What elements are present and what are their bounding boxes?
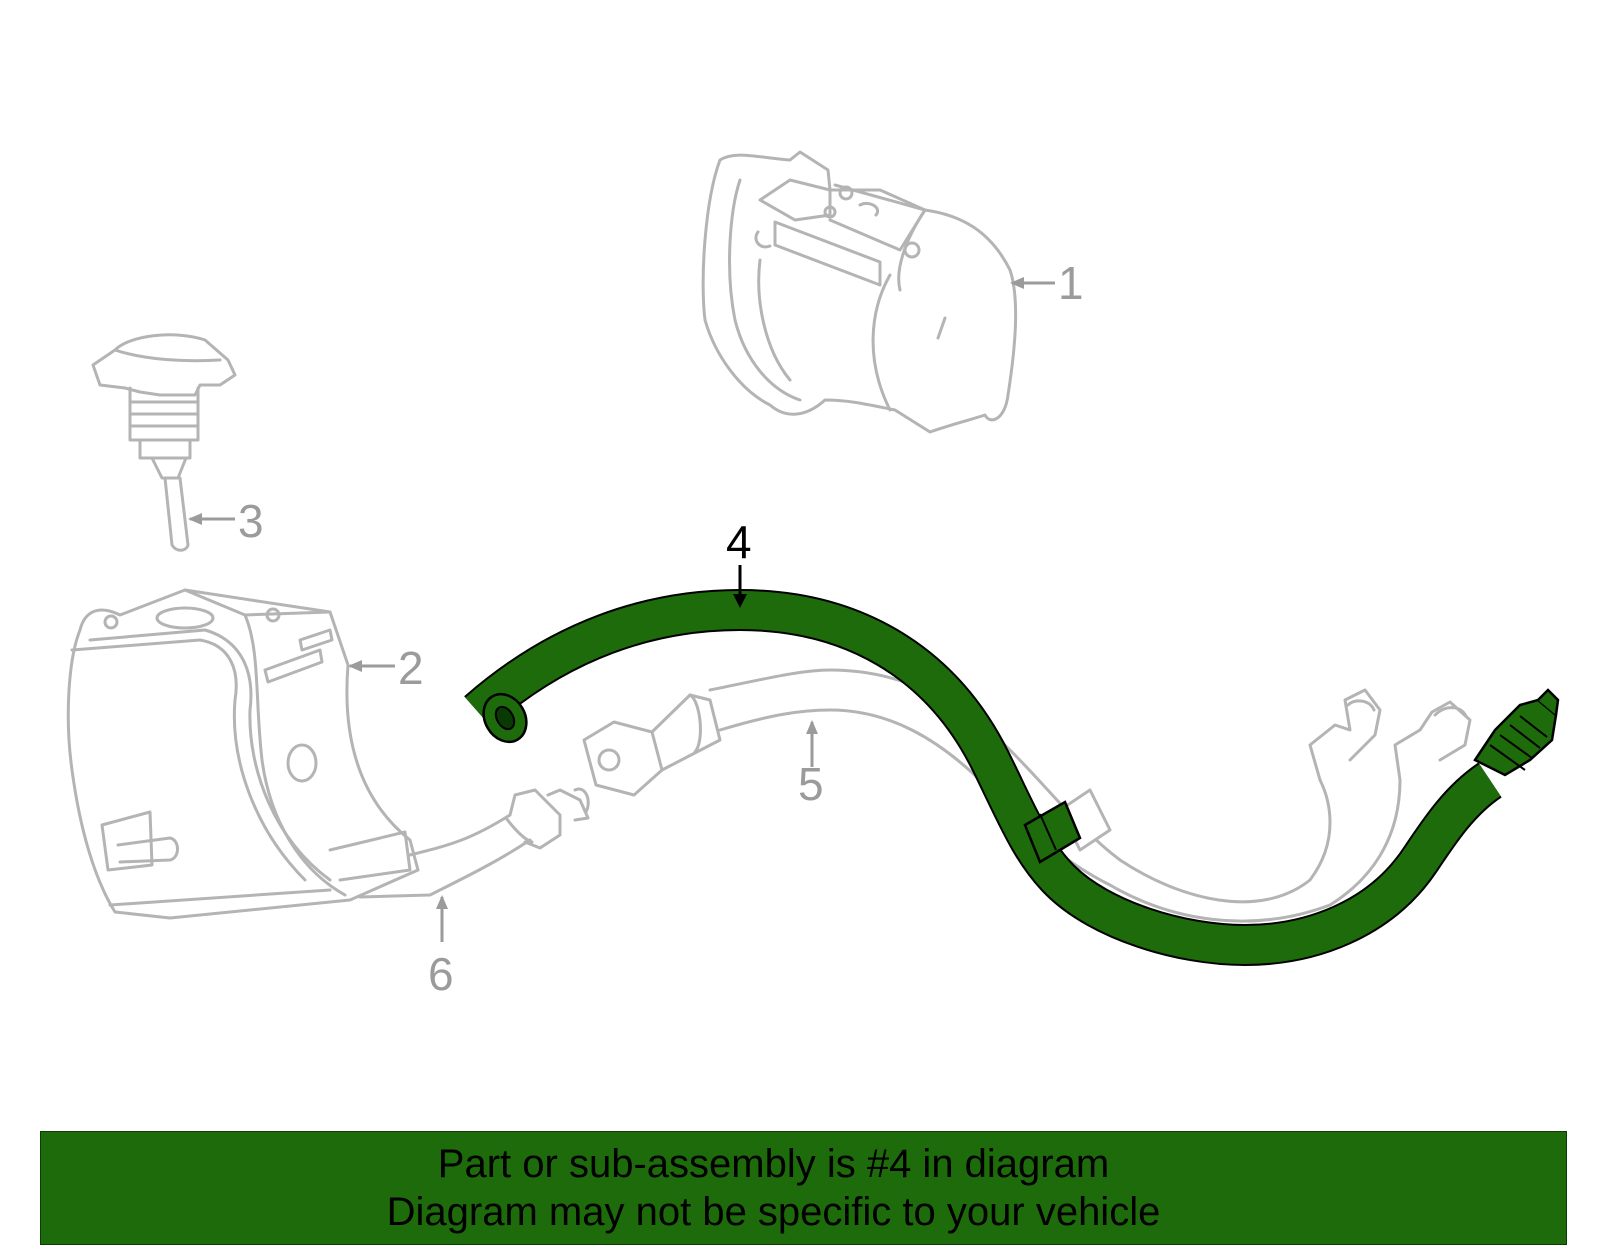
callout-2: 2 <box>348 642 424 694</box>
callout-5: 5 <box>798 720 824 810</box>
svg-text:4: 4 <box>726 516 752 568</box>
svg-text:6: 6 <box>428 948 454 1000</box>
info-banner: Part or sub-assembly is #4 in diagram Di… <box>40 1131 1567 1245</box>
part-2-reservoir-body[interactable] <box>66 588 420 920</box>
part-4-hose-highlighted[interactable] <box>464 588 1560 967</box>
part-3-reservoir-cap[interactable] <box>91 333 237 552</box>
svg-text:2: 2 <box>398 642 424 694</box>
callout-6: 6 <box>428 895 454 1000</box>
svg-text:5: 5 <box>798 758 824 810</box>
callout-3: 3 <box>188 495 264 547</box>
svg-text:1: 1 <box>1058 257 1084 309</box>
callout-1: 1 <box>1010 257 1084 309</box>
part-6-return-line[interactable] <box>358 787 590 899</box>
banner-line-2: Diagram may not be specific to your vehi… <box>386 1190 1161 1234</box>
svg-text:3: 3 <box>238 495 264 547</box>
part-1-pump-housing[interactable] <box>701 150 1018 434</box>
callout-4: 4 <box>726 516 752 608</box>
banner-line-1: Part or sub-assembly is #4 in diagram <box>437 1142 1110 1186</box>
